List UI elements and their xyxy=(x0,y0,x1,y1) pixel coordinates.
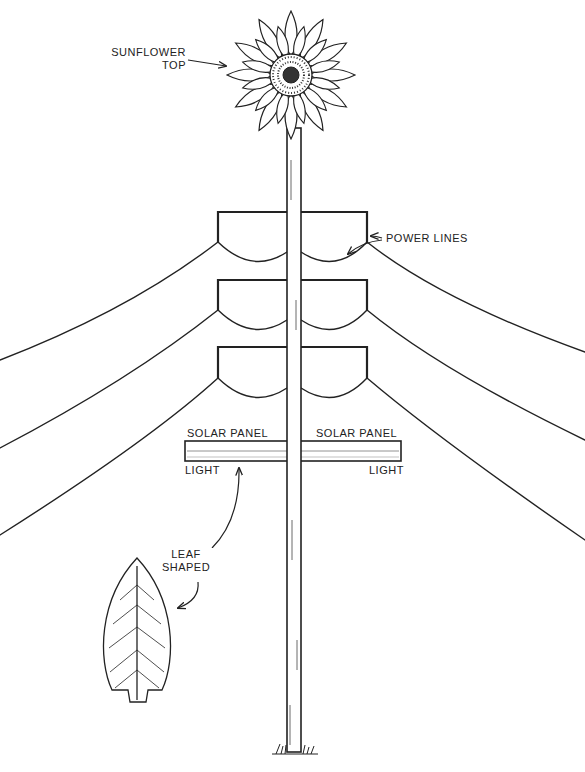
part-label: POWER LINES xyxy=(385,232,469,245)
part-label: LEAF SHAPED xyxy=(156,548,216,574)
part-label: LIGHT xyxy=(184,464,221,477)
part-label: SOLAR PANEL xyxy=(315,427,398,440)
part-label: SOLAR PANEL xyxy=(186,427,269,440)
part-label: SUNFLOWER TOP xyxy=(95,46,187,72)
part-label: LIGHT xyxy=(368,464,405,477)
